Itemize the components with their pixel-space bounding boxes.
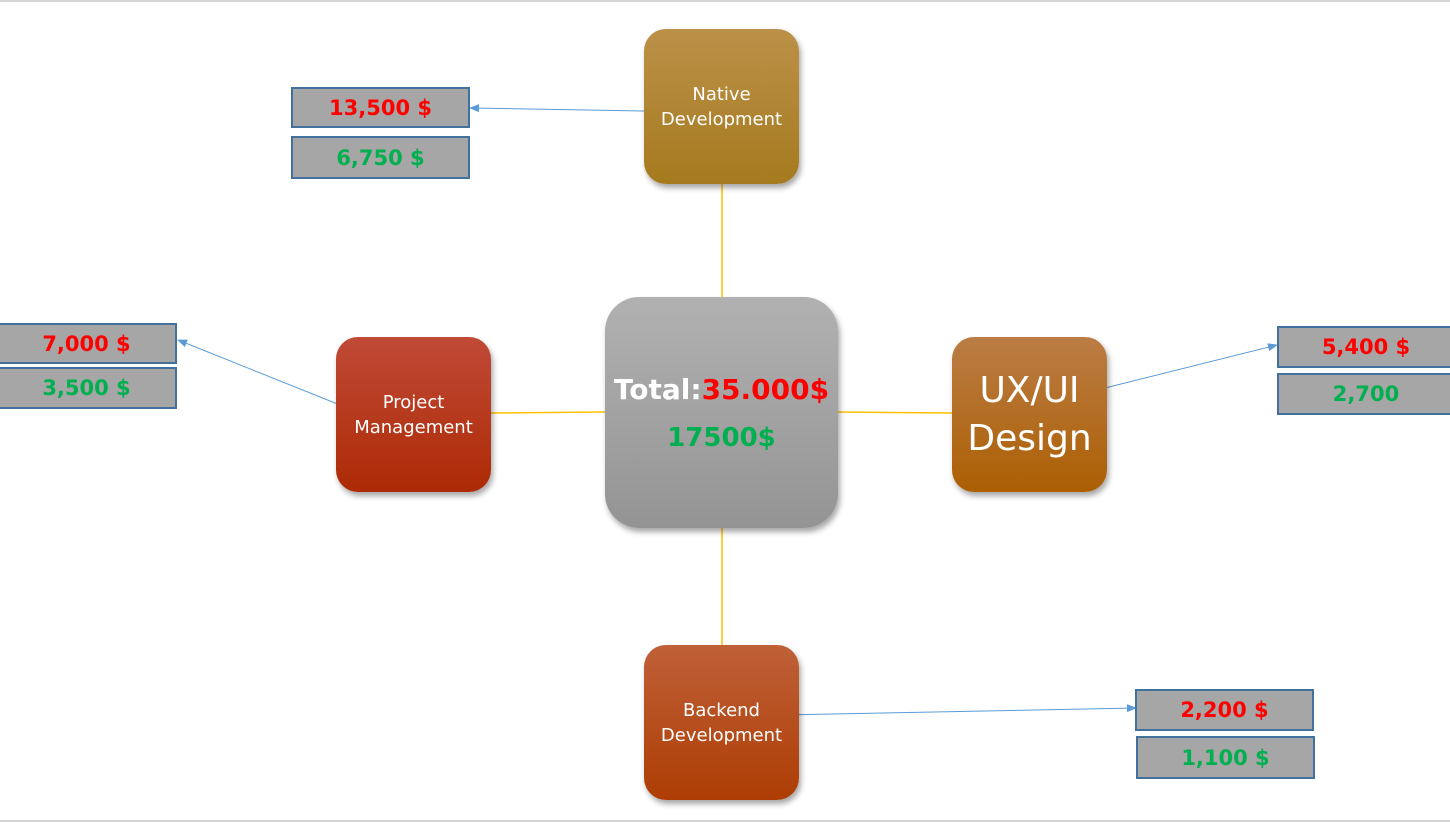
arrow-backend	[781, 704, 1137, 716]
native-development-label: Native Development	[660, 83, 783, 130]
ux-ui-design-node: UX/UI Design	[952, 337, 1107, 492]
backend-value-red: 2,200 $	[1135, 689, 1314, 731]
project-management-value-green: 3,500 $	[0, 367, 177, 409]
native-value-green: 6,750 $	[291, 136, 470, 179]
connector-ux-ui	[837, 411, 953, 414]
total-label: Total:	[613, 372, 702, 406]
arrow-ux-ui	[1084, 343, 1278, 394]
native-value-red: 13,500 $	[291, 87, 470, 128]
backend-development-node: Backend Development	[644, 645, 799, 800]
native-development-node: Native Development	[644, 29, 799, 184]
project-management-node: Project Management	[336, 337, 491, 492]
backend-value-green: 1,100 $	[1136, 736, 1315, 779]
ux-ui-value-green: 2,700	[1277, 373, 1450, 415]
total-green-value: 17500$	[667, 422, 776, 453]
connector-project-management	[490, 411, 606, 414]
project-management-label: Project Management	[354, 391, 473, 438]
total-red-value: 35.000$	[701, 372, 830, 406]
top-border	[0, 0, 1450, 2]
project-management-value-red: 7,000 $	[0, 323, 177, 364]
ux-ui-value-red: 5,400 $	[1277, 326, 1450, 368]
total-node: Total:35.000$ 17500$	[605, 297, 838, 528]
arrow-native	[469, 104, 645, 113]
backend-development-label: Backend Development	[660, 699, 783, 746]
ux-ui-design-label: UX/UI Design	[967, 369, 1092, 459]
bottom-border	[0, 820, 1450, 822]
arrow-project-management	[177, 339, 346, 408]
total-line: Total:35.000$	[614, 373, 829, 407]
